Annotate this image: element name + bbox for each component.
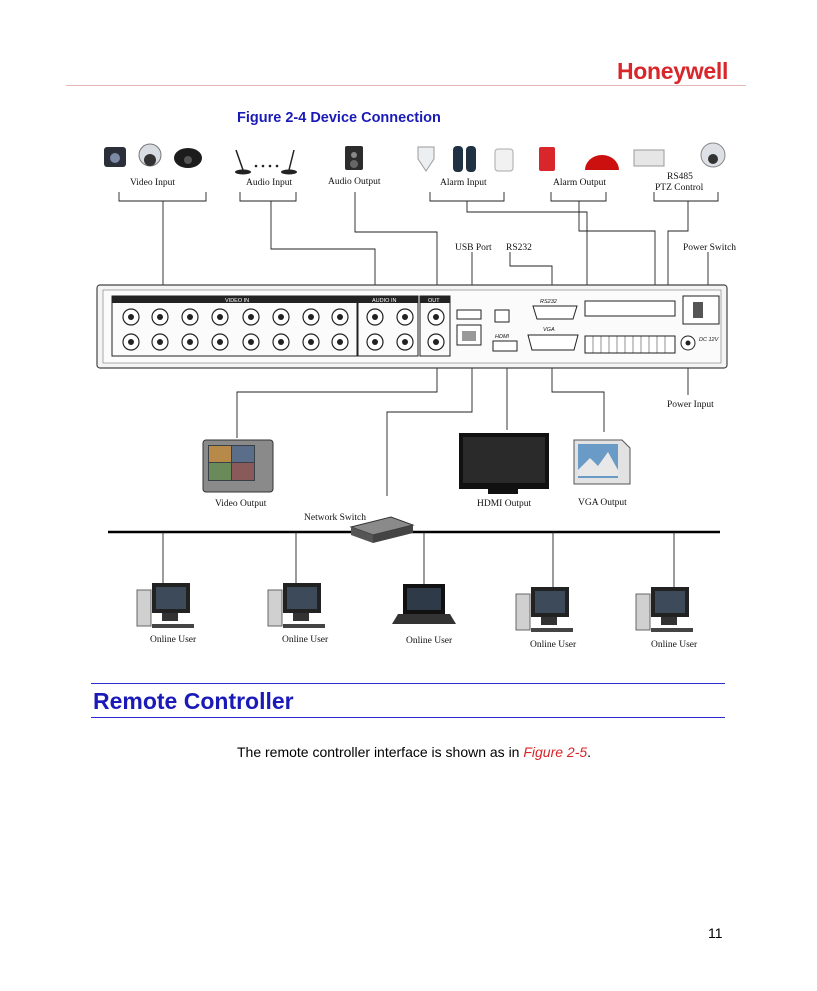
label-video-output: Video Output: [215, 499, 267, 509]
figure-caption: Figure 2-4 Device Connection: [237, 110, 441, 126]
panel-out: OUT: [428, 298, 440, 304]
label-power-input: Power Input: [667, 400, 714, 410]
crt-monitor-icon: [202, 439, 274, 493]
label-rs485: RS485: [667, 172, 693, 182]
label-vga-output: VGA Output: [578, 498, 627, 508]
label-alarm-output: Alarm Output: [553, 178, 606, 188]
body-paragraph: The remote controller interface is shown…: [237, 744, 591, 760]
label-network-switch: Network Switch: [304, 513, 366, 523]
panel-hdmi: HDMI: [495, 334, 510, 340]
panel-vga: VGA: [543, 327, 555, 333]
camera-icons: [104, 143, 202, 168]
header-divider: [66, 85, 746, 86]
panel-video-in: VIDEO IN: [225, 298, 249, 304]
pc-icon: [515, 587, 573, 632]
laptop-icon: [392, 584, 456, 624]
speaker-icon: [345, 146, 363, 170]
figure-reference-link[interactable]: Figure 2-5: [523, 744, 588, 760]
label-hdmi-output: HDMI Output: [477, 499, 531, 509]
panel-audio-in: AUDIO IN: [372, 298, 396, 304]
label-online-user: Online User: [150, 635, 197, 645]
section-heading: Remote Controller: [93, 688, 294, 714]
pc-icon: [267, 583, 325, 628]
label-online-user: Online User: [651, 640, 698, 650]
network-switch-icon: [349, 516, 415, 543]
panel-rs232: RS232: [540, 299, 557, 305]
alarm-sensor-icons: [417, 146, 514, 172]
label-ptz-control: PTZ Control: [655, 183, 704, 193]
label-audio-output: Audio Output: [328, 177, 381, 187]
body-text-suffix: .: [587, 744, 592, 760]
device-connection-diagram: Video Input Audio Input Audio Output Ala…: [96, 142, 736, 650]
label-rs232: RS232: [506, 243, 532, 253]
vga-monitor-icon: [573, 439, 631, 485]
page-number: 11: [708, 925, 723, 941]
label-power-switch: Power Switch: [683, 243, 736, 253]
label-online-user: Online User: [282, 635, 329, 645]
section-bottom-rule: [91, 717, 725, 718]
label-alarm-input: Alarm Input: [440, 178, 487, 188]
label-audio-input: Audio Input: [246, 178, 293, 188]
label-online-user: Online User: [530, 640, 577, 650]
pc-icon: [635, 587, 693, 632]
connection-lines: [118, 192, 719, 496]
pc-icon: [136, 583, 194, 628]
label-video-input: Video Input: [130, 178, 175, 188]
label-usb-port: USB Port: [455, 243, 492, 253]
microphone-icons: [235, 149, 297, 175]
dvr-rear-panel: VIDEO IN AUDIO IN OUT RS232: [96, 284, 728, 369]
section-top-rule: [91, 683, 725, 684]
honeywell-logo: Honeywell: [617, 58, 729, 84]
ptz-device-icons: [633, 142, 726, 168]
user-drops: [162, 532, 675, 590]
panel-dc: DC 12V: [699, 337, 720, 343]
siren-icons: [539, 147, 619, 171]
body-text-prefix: The remote controller interface is shown…: [237, 744, 524, 760]
hdmi-tv-icon: [459, 433, 549, 494]
label-online-user: Online User: [406, 636, 453, 646]
